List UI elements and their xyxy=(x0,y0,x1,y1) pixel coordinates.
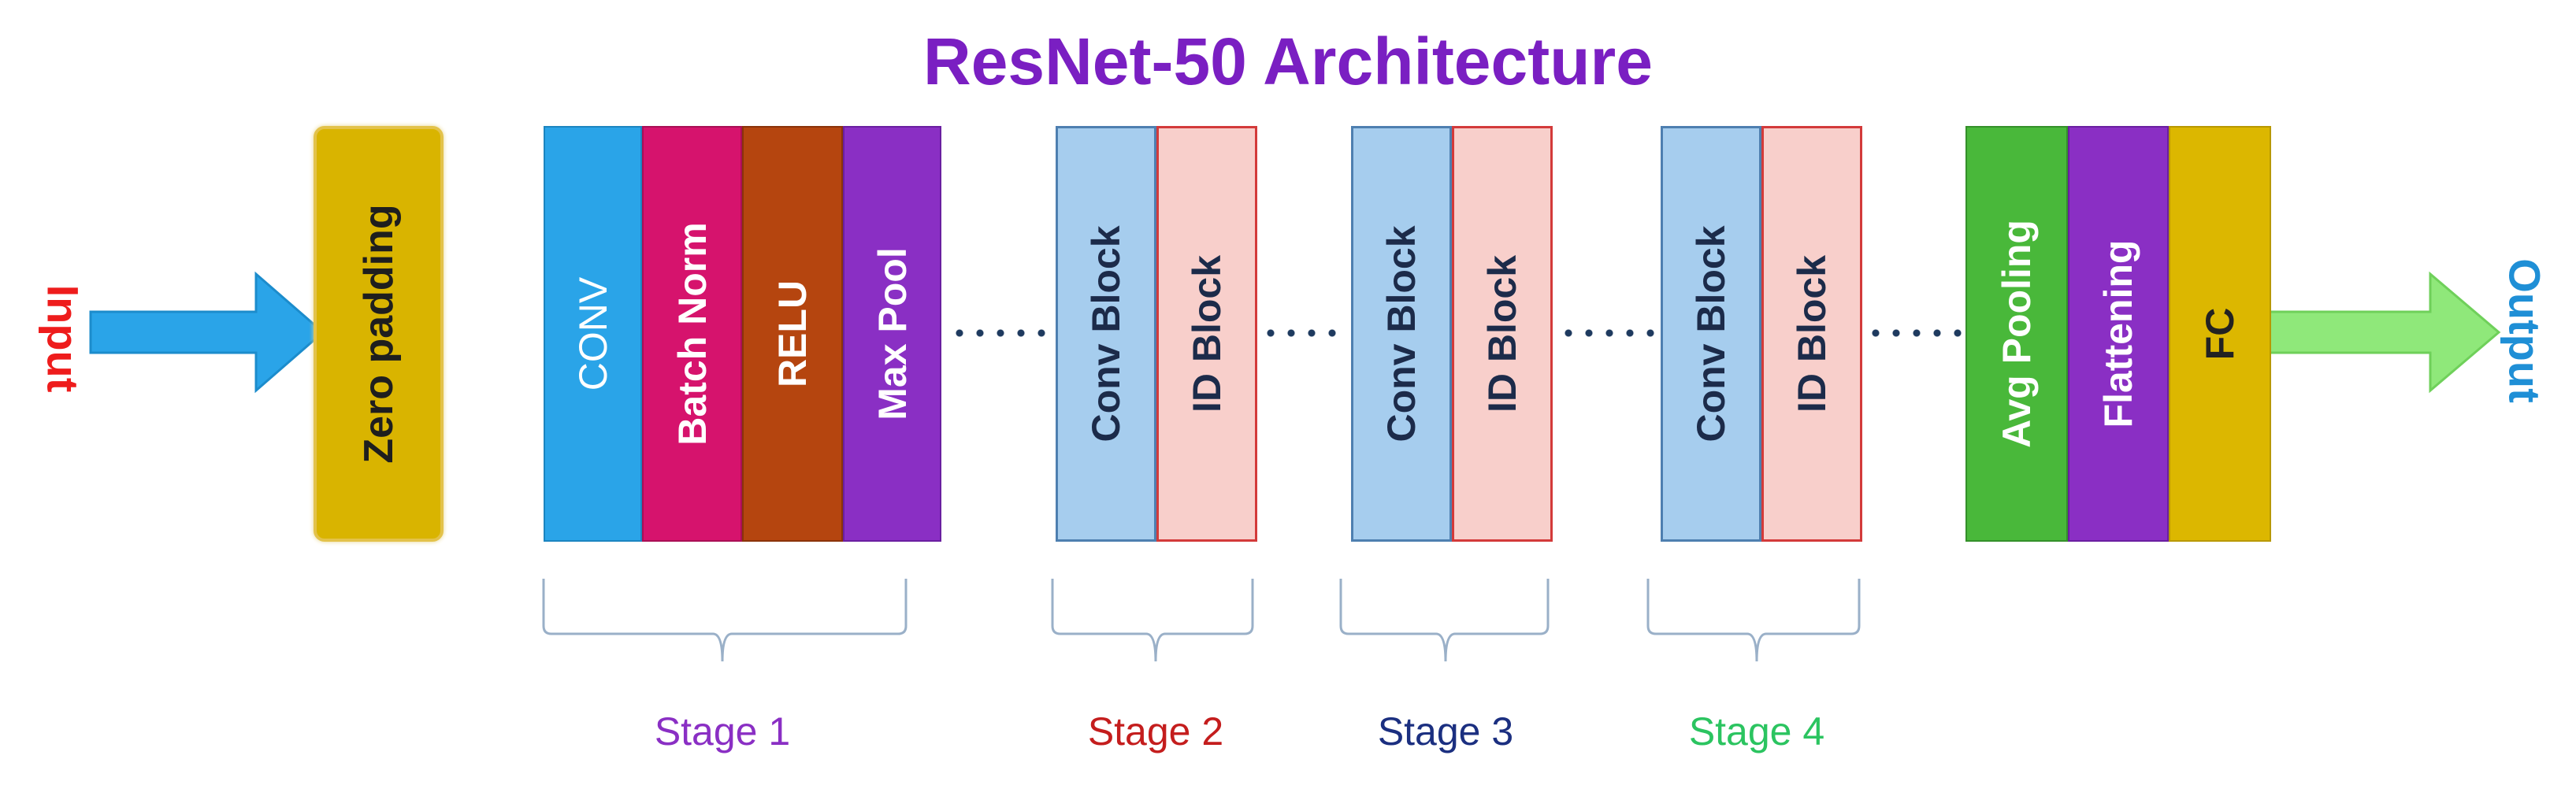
stage-3-label: Stage 3 xyxy=(1377,709,1514,754)
input-arrow xyxy=(89,271,325,394)
stage-1-brace xyxy=(542,579,908,662)
batch-norm-layer: Batch Norm xyxy=(642,126,742,542)
stage-4-label: Stage 4 xyxy=(1688,709,1825,754)
stage-3-brace xyxy=(1339,579,1550,662)
max-pool-layer: Max Pool xyxy=(843,126,941,542)
diagram-title: ResNet-50 Architecture xyxy=(923,24,1653,98)
output-label: Output xyxy=(2500,258,2550,403)
relu-layer: RELU xyxy=(742,126,843,542)
flattening-layer: Flattening xyxy=(2068,126,2169,542)
connector-dots-4 xyxy=(1865,329,1964,337)
stage-3-id-block: ID Block xyxy=(1452,126,1553,542)
zero-padding-block: Zero padding xyxy=(314,126,444,542)
stage-2-brace xyxy=(1051,579,1254,662)
stage-1-label: Stage 1 xyxy=(654,709,791,754)
stage-4-id-block: ID Block xyxy=(1761,126,1862,542)
stage-2-conv-block: Conv Block xyxy=(1056,126,1156,542)
conv-layer: CONV xyxy=(544,126,642,542)
stage-4-brace xyxy=(1646,579,1861,662)
avg-pooling-layer: Avg Pooling xyxy=(1965,126,2068,542)
connector-dots-3 xyxy=(1558,329,1657,337)
stage-2-label: Stage 2 xyxy=(1087,709,1224,754)
connector-dots-1 xyxy=(949,329,1048,337)
stage-2-id-block: ID Block xyxy=(1156,126,1257,542)
connector-dots-2 xyxy=(1260,329,1347,337)
stage-3-conv-block: Conv Block xyxy=(1351,126,1452,542)
fc-layer: FC xyxy=(2169,126,2271,542)
output-arrow xyxy=(2267,271,2501,394)
stage-4-conv-block: Conv Block xyxy=(1661,126,1761,542)
